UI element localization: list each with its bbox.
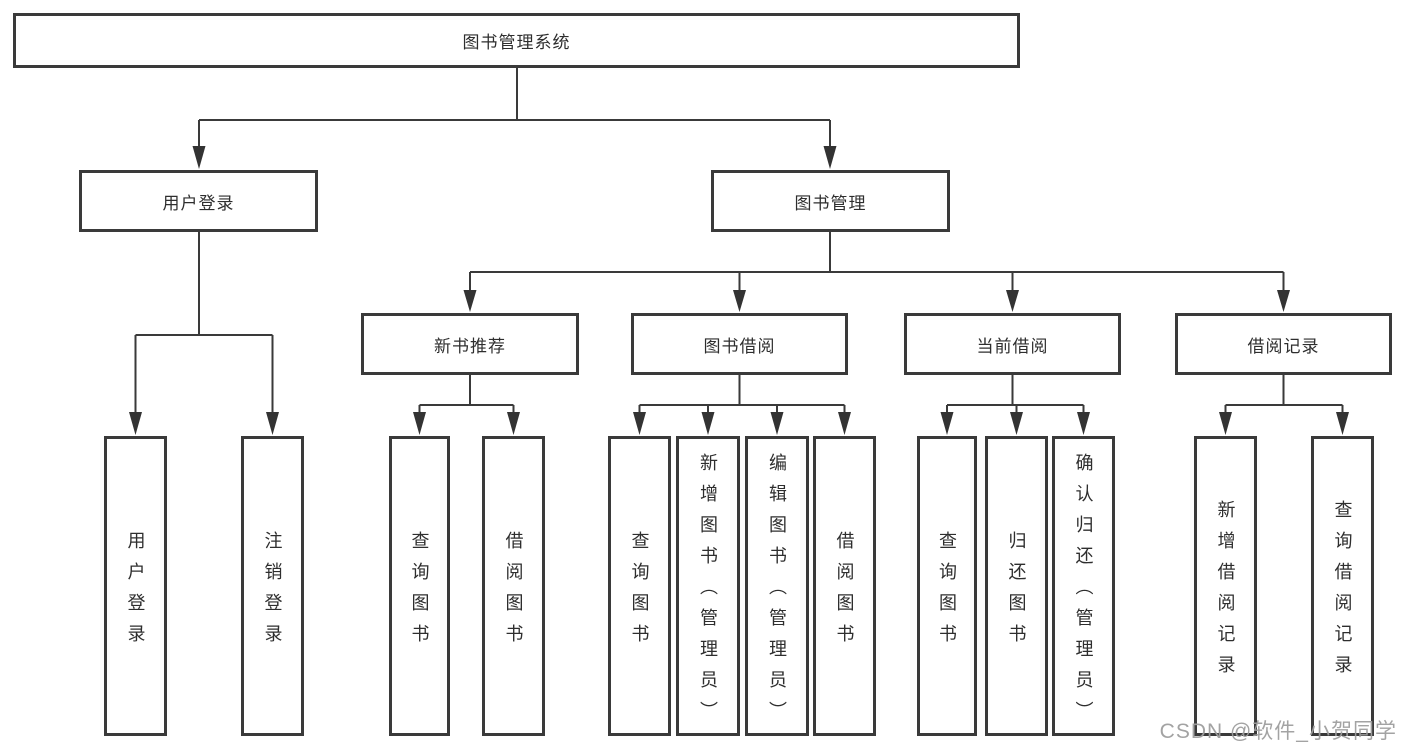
node-user-login: 用户登录 xyxy=(79,170,318,232)
node-book-management: 图书管理 xyxy=(711,170,950,232)
node-label: 用户登录 xyxy=(162,193,235,213)
node-label: 图书管理 xyxy=(794,193,867,213)
node-label: 查询图书 xyxy=(409,530,430,655)
leaf-user-login: 用户登录 xyxy=(104,436,167,736)
node-label: 新增图书（管理员） xyxy=(698,453,718,732)
leaf-logout: 注销登录 xyxy=(241,436,304,736)
node-label: 新增借阅记录 xyxy=(1215,499,1236,686)
node-library-management-system: 图书管理系统 xyxy=(13,13,1020,68)
node-label: 查询图书 xyxy=(629,530,650,655)
leaf-query-books-borrowing: 查询图书 xyxy=(608,436,671,736)
leaf-confirm-return-admin: 确认归还（管理员） xyxy=(1052,436,1115,736)
leaf-borrow-books-recommend: 借阅图书 xyxy=(482,436,545,736)
node-label: 归还图书 xyxy=(1006,530,1027,655)
connector-paths xyxy=(134,68,1344,413)
leaf-borrow-books-borrowing: 借阅图书 xyxy=(813,436,876,736)
node-current-borrowing: 当前借阅 xyxy=(904,313,1121,375)
leaf-query-books-current: 查询图书 xyxy=(917,436,977,736)
node-label: 确认归还（管理员） xyxy=(1073,453,1094,732)
node-new-book-recommend: 新书推荐 xyxy=(361,313,579,375)
node-label: 借阅记录 xyxy=(1247,336,1320,356)
node-label: 用户登录 xyxy=(125,530,146,655)
node-label: 借阅图书 xyxy=(503,530,524,655)
node-label: 当前借阅 xyxy=(976,336,1049,356)
leaf-return-books: 归还图书 xyxy=(985,436,1048,736)
node-label: 编辑图书（管理员） xyxy=(767,453,787,732)
leaf-add-borrow-record: 新增借阅记录 xyxy=(1194,436,1257,736)
leaf-query-borrow-record: 查询借阅记录 xyxy=(1311,436,1374,736)
node-label: 查询图书 xyxy=(937,530,957,655)
node-label: 查询借阅记录 xyxy=(1332,499,1353,686)
node-label: 新书推荐 xyxy=(434,336,506,356)
leaf-add-books-admin: 新增图书（管理员） xyxy=(676,436,740,736)
node-label: 图书管理系统 xyxy=(462,33,571,52)
node-borrowing-records: 借阅记录 xyxy=(1175,313,1392,375)
leaf-edit-books-admin: 编辑图书（管理员） xyxy=(745,436,809,736)
arrowheads xyxy=(129,146,1349,435)
node-label: 借阅图书 xyxy=(834,530,855,655)
node-label: 图书借阅 xyxy=(703,336,776,356)
leaf-query-books-recommend: 查询图书 xyxy=(389,436,450,736)
node-book-borrowing: 图书借阅 xyxy=(631,313,848,375)
csdn-watermark: CSDN @软件_小贺同学 xyxy=(1159,720,1397,743)
node-label: 注销登录 xyxy=(262,530,283,655)
